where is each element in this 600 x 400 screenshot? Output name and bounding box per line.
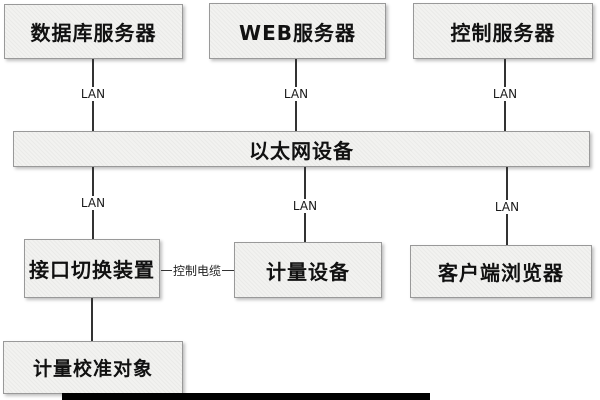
node-web-server-label: WEB服务器 [239,20,356,45]
lan-label: LAN [77,196,109,210]
node-client-browser-label: 客户端浏览器 [438,261,564,285]
node-metering-device-label: 计量设备 [266,259,350,284]
node-client-browser: 客户端浏览器 [410,245,592,298]
node-database-server: 数据库服务器 [4,4,183,59]
node-control-server: 控制服务器 [413,3,593,59]
control-cable-label: 控制电缆 [171,264,223,278]
node-web-server: WEB服务器 [209,3,386,59]
lan-label: LAN [280,87,312,101]
lan-label: LAN [489,87,521,101]
lan-label: LAN [491,200,523,214]
node-database-server-label: 数据库服务器 [30,21,157,45]
node-control-server-label: 控制服务器 [450,20,556,45]
lan-label: LAN [289,199,321,213]
connector-interface-switch-to-calibration-object [91,298,93,341]
node-metering-calibration-object-label: 计量校准对象 [32,358,153,380]
node-interface-switching-device-label: 接口切换装置 [29,258,155,282]
node-ethernet-device: 以太网设备 [13,131,590,167]
node-metering-calibration-object: 计量校准对象 [3,341,183,394]
node-metering-device: 计量设备 [234,242,382,298]
node-interface-switching-device: 接口切换装置 [24,239,160,298]
node-ethernet-device-label: 以太网设备 [249,138,354,163]
bottom-black-bar [62,393,430,400]
lan-label: LAN [77,87,109,101]
